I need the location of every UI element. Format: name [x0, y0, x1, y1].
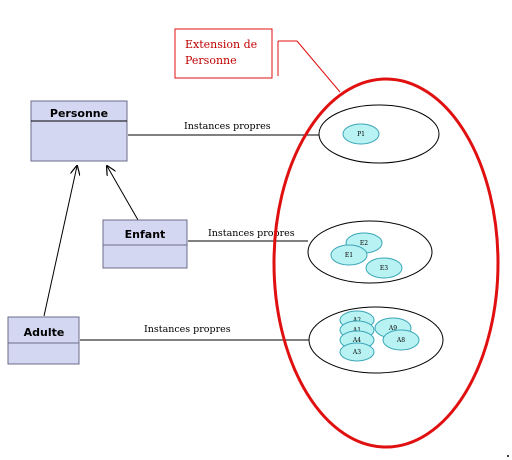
relation-label-adulte: Instances propres — [144, 324, 231, 335]
instance-a3: A3 — [339, 342, 375, 362]
class-name-enfant: Enfant — [125, 228, 166, 241]
class-adulte: Adulte — [7, 316, 80, 365]
class-personne: Personne — [30, 100, 128, 162]
extension-note: Extension de Personne — [174, 28, 341, 93]
class-enfant: Enfant — [102, 219, 188, 269]
svg-text:E3: E3 — [380, 265, 388, 272]
note-pointer — [296, 40, 341, 93]
class-name-personne: Personne — [50, 107, 108, 120]
svg-text:E1: E1 — [345, 252, 353, 259]
instance-set-adulte — [308, 306, 444, 374]
instance-a8: A8 — [382, 329, 420, 351]
relation-label-personne: Instances propres — [184, 121, 271, 132]
instance-e3: E3 — [365, 257, 403, 279]
note-line-2: Personne — [185, 54, 237, 67]
svg-text:E2: E2 — [360, 240, 368, 247]
svg-text:A3: A3 — [352, 349, 361, 356]
instance-p1: P1 — [342, 123, 380, 145]
svg-text:A1: A1 — [352, 327, 361, 334]
svg-text:A8: A8 — [396, 337, 405, 344]
svg-text:A2: A2 — [352, 317, 361, 324]
relation-label-enfant: Instances propres — [208, 228, 295, 239]
instance-e1: E1 — [330, 244, 368, 266]
svg-text:A9: A9 — [388, 325, 397, 332]
svg-text:A4: A4 — [352, 337, 361, 344]
class-name-adulte: Adulte — [24, 326, 65, 339]
extension-ellipse — [272, 77, 500, 449]
inheritance-arrow-enfant-personne — [107, 166, 139, 221]
stray-dot — [507, 455, 509, 457]
inheritance-arrow-adulte-personne — [43, 166, 77, 317]
note-line-1: Extension de — [185, 38, 257, 51]
svg-text:P1: P1 — [357, 131, 365, 138]
